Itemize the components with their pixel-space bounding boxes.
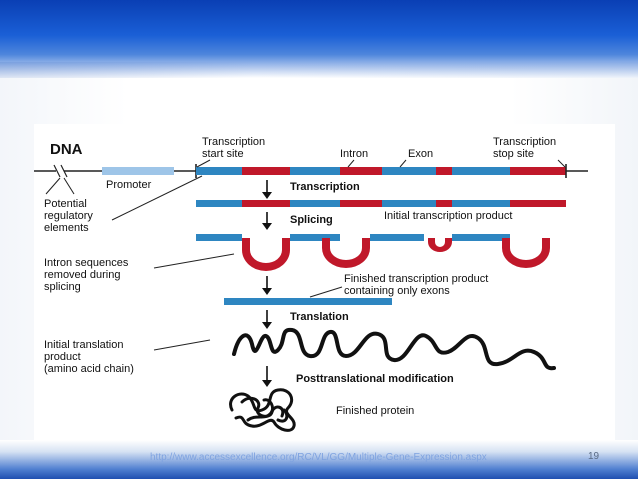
- step-translation: Translation: [290, 311, 349, 323]
- splicing-row: [196, 234, 550, 271]
- slide-page-number: 19: [588, 451, 600, 462]
- step-splicing: Splicing: [290, 214, 333, 226]
- down-arrow-icon: [262, 180, 272, 199]
- finished-transcript-bar: [224, 298, 392, 305]
- exon-segment: [290, 167, 340, 175]
- diagram-panel: [34, 124, 615, 440]
- initial-transcript-strand: [196, 200, 566, 207]
- folded-protein: [229, 388, 296, 432]
- finished-protein-label: Finished protein: [336, 405, 414, 417]
- exon-segment: [196, 167, 242, 175]
- exon-segment: [382, 167, 436, 175]
- intron-segment: [436, 167, 452, 175]
- down-arrow-icon: [262, 212, 272, 230]
- intron-segment: [340, 167, 382, 175]
- down-arrow-icon: [262, 366, 272, 387]
- amino-acid-chain: [232, 327, 556, 371]
- promoter-region: [102, 167, 174, 175]
- header-band: [0, 0, 638, 78]
- step-transcription: Transcription: [290, 181, 360, 193]
- exon-segment: [452, 167, 510, 175]
- initial-transcript-label: Initial transcription product: [384, 210, 512, 222]
- intron-segment: [242, 167, 290, 175]
- down-arrow-icon: [262, 276, 272, 295]
- step-posttranslational: Posttranslational modification: [296, 373, 454, 385]
- intron-segment: [510, 167, 566, 175]
- intron-label: Intron: [340, 148, 368, 160]
- dna-label: DNA: [50, 141, 83, 158]
- exon-label: Exon: [408, 148, 433, 160]
- source-link[interactable]: http://www.accessexcellence.org/RC/VL/GG…: [150, 452, 487, 463]
- dna-strand: [34, 164, 588, 178]
- down-arrow-icon: [262, 310, 272, 329]
- footer-band: [0, 440, 638, 479]
- promoter-label: Promoter: [106, 179, 152, 191]
